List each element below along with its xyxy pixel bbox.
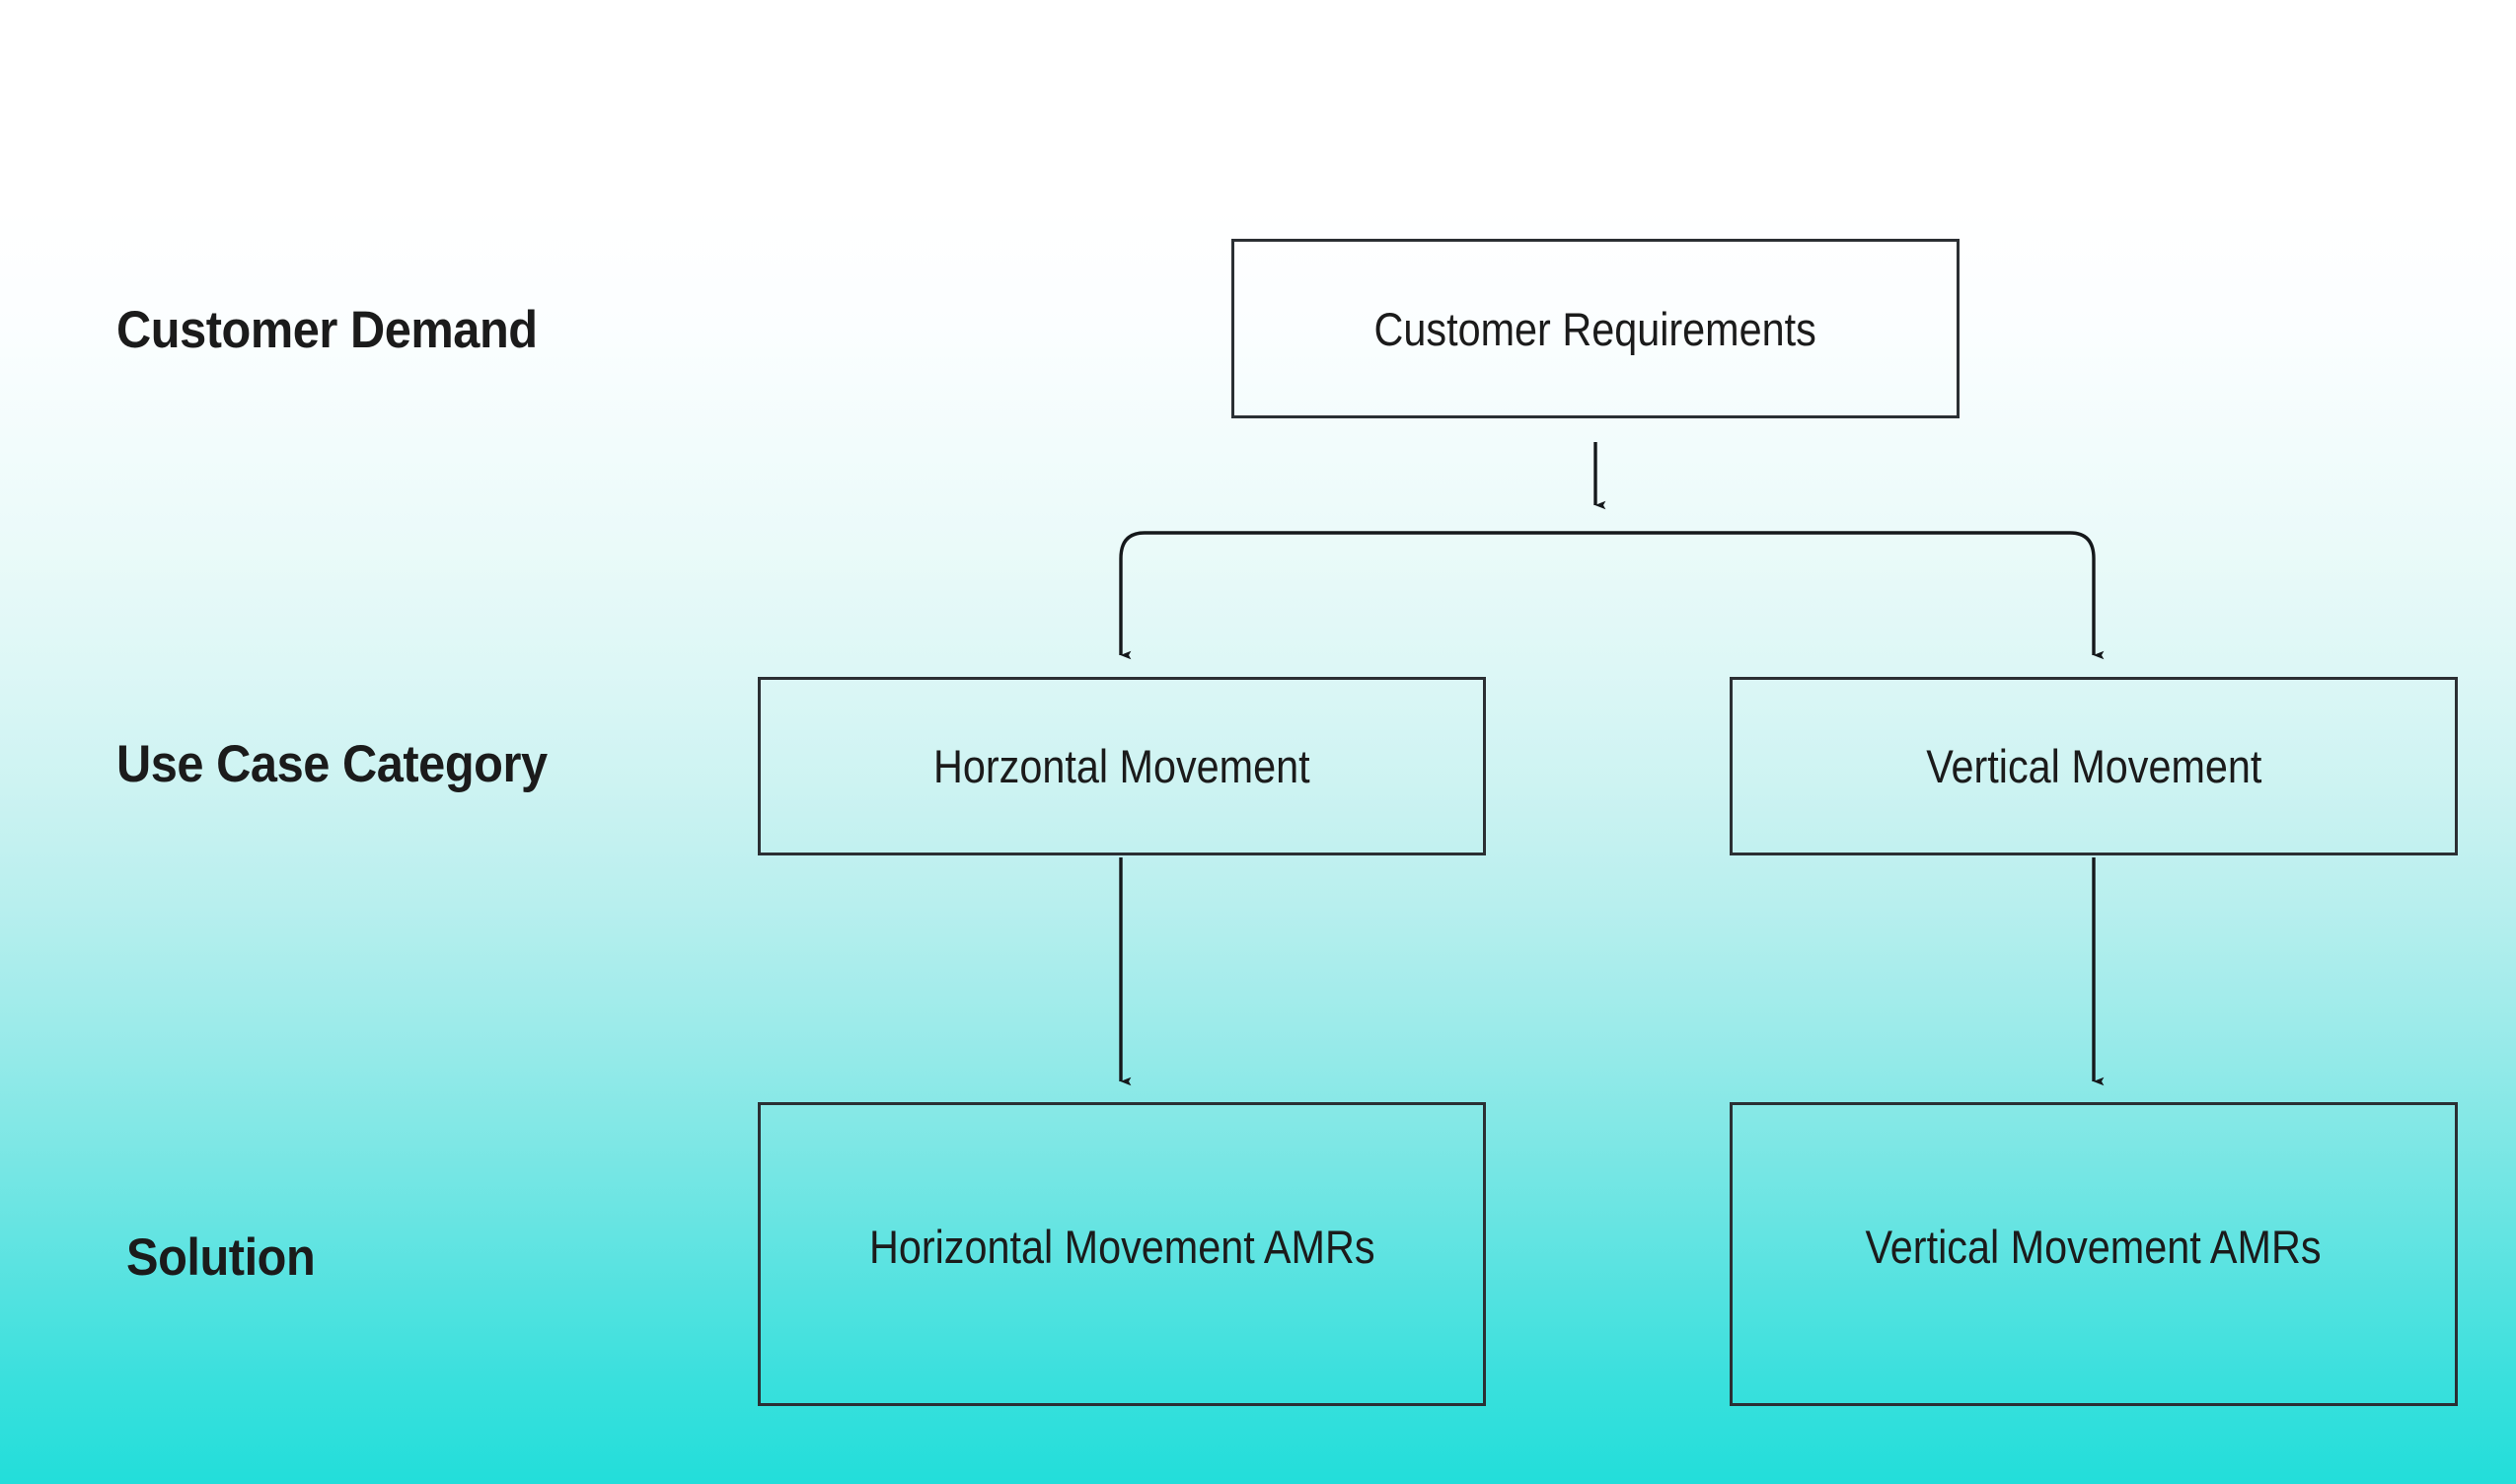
node-horizontal-movement[interactable]: Horzontal Movement bbox=[758, 677, 1486, 855]
node-customer-requirements-label: Customer Requirements bbox=[1373, 302, 1817, 355]
node-vertical-movement-label: Vertical Movement bbox=[1925, 740, 2262, 792]
row-label-use-case-category: Use Case Category bbox=[116, 735, 548, 793]
node-vertical-movement[interactable]: Vertical Movement bbox=[1730, 677, 2458, 855]
split-bar-right-branch bbox=[1595, 531, 2105, 660]
node-vertical-movement-amrs-label: Vertical Movement AMRs bbox=[1865, 1220, 2322, 1273]
row-label-customer-demand: Customer Demand bbox=[116, 301, 538, 359]
node-vertical-movement-amrs[interactable]: Vertical Movement AMRs bbox=[1730, 1102, 2458, 1406]
split-bar-left-branch bbox=[1119, 531, 1595, 660]
row-label-solution: Solution bbox=[126, 1228, 316, 1287]
node-horizontal-movement-amrs[interactable]: Horizontal Movement AMRs bbox=[758, 1102, 1486, 1406]
node-horizontal-movement-amrs-label: Horizontal Movement AMRs bbox=[868, 1220, 1375, 1273]
node-customer-requirements[interactable]: Customer Requirements bbox=[1231, 239, 1960, 418]
node-horizontal-movement-label: Horzontal Movement bbox=[933, 740, 1310, 792]
